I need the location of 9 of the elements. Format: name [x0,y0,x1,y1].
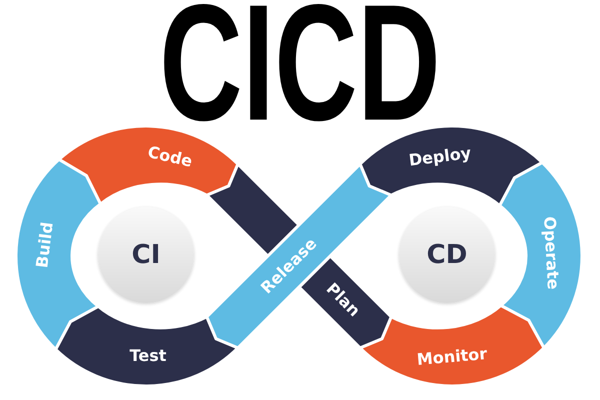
segment-label: Monitor [416,346,488,368]
diagram-title: CICD [159,3,441,126]
segment-label: Operate [541,216,561,290]
segment-label: Test [130,348,166,364]
segment-label: Build [34,221,56,269]
segment-label: Deploy [408,145,472,169]
hub-label: CI [132,242,160,268]
segment-label: Code [146,144,194,170]
hub-label: CD [426,242,468,268]
